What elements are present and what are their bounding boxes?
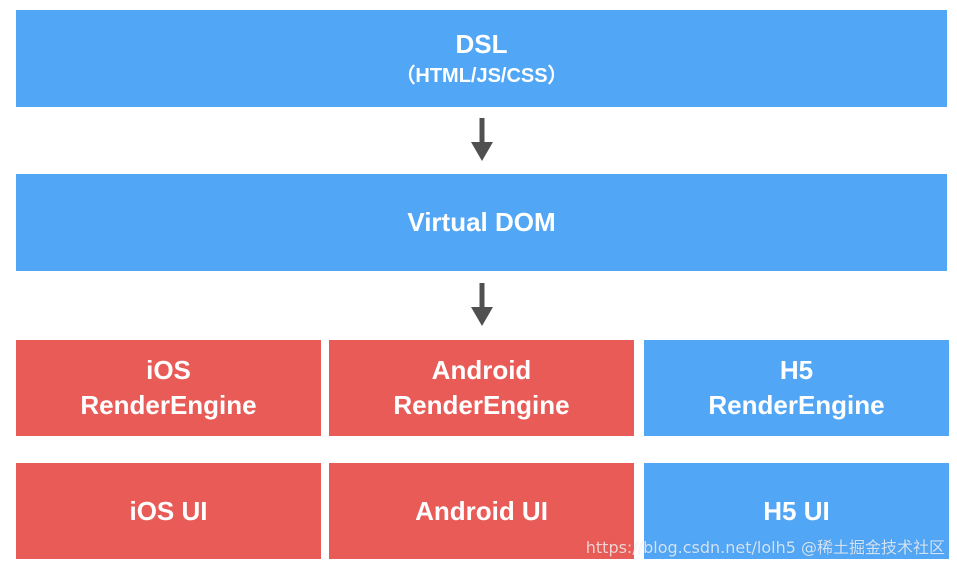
virtual-dom-box: Virtual DOM <box>16 174 947 271</box>
ui-label: H5 UI <box>763 495 830 526</box>
dsl-subtitle: （HTML/JS/CSS） <box>395 65 568 87</box>
engine-line2: RenderEngine <box>393 390 570 420</box>
engine-line2: RenderEngine <box>80 390 257 420</box>
arrow-down-icon <box>471 118 493 161</box>
engine-line1: Android <box>431 355 532 385</box>
engine-line1: H5 <box>779 355 814 385</box>
virtual-dom-title: Virtual DOM <box>407 207 556 237</box>
ui-label: iOS UI <box>129 495 208 526</box>
arrow-down-icon <box>471 283 493 326</box>
dsl-title: DSL <box>455 29 508 59</box>
dsl-box: DSL （HTML/JS/CSS） <box>16 10 947 107</box>
ios-ui-box: iOS UI <box>16 463 321 559</box>
engine-line1: iOS <box>146 355 191 385</box>
android-ui-box: Android UI <box>329 463 634 559</box>
h5-ui-box: H5 UI <box>644 463 949 559</box>
ios-render-engine-box: iOS RenderEngine <box>16 340 321 436</box>
ui-label: Android UI <box>415 495 548 526</box>
h5-render-engine-box: H5 RenderEngine <box>644 340 949 436</box>
watermark: https://blog.csdn.net/lolh5 @稀土掘金技术社区 <box>585 538 945 557</box>
android-render-engine-box: Android RenderEngine <box>329 340 634 436</box>
engine-line2: RenderEngine <box>708 390 885 420</box>
